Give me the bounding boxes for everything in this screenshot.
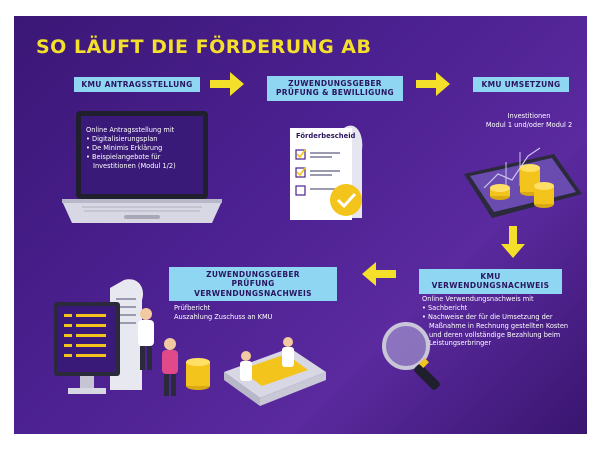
verwendung-text: Prüfbericht Auszahlung Zuschuss an KMU	[174, 304, 314, 322]
umsetzung-line2: Modul 1 und/oder Modul 2	[485, 120, 573, 129]
antrag-item: • Beispielangebote für Investitionen (Mo…	[86, 152, 176, 170]
nachweis-item: • Nachweise der für die Umsetzung der Ma…	[422, 312, 569, 348]
step-label-pruefung: ZUWENDUNGSGEBER PRÜFUNG & BEWILLIGUNG	[267, 76, 403, 101]
step-label-antrag-text: KMU ANTRAGSSTELLUNG	[81, 80, 193, 89]
process-panel: SO LÄUFT DIE FÖRDERUNG AB KMU ANTRAGSSTE…	[14, 16, 587, 434]
arrow-down-icon	[501, 226, 525, 258]
verwendung-line1: Prüfbericht	[174, 304, 211, 312]
step-label-pruefung-line2: PRÜFUNG & BEWILLIGUNG	[275, 88, 394, 98]
arrow-right-icon	[416, 72, 450, 96]
umsetzung-text: Investitionen Modul 1 und/oder Modul 2	[469, 112, 587, 130]
step-label-pruefung-line1: ZUWENDUNGSGEBER	[288, 79, 382, 88]
page-title: SO LÄUFT DIE FÖRDERUNG AB	[36, 36, 372, 58]
step-label-nachweis: KMU VERWENDUNGSNACHWEIS	[419, 269, 562, 294]
step-label-verwendung-line2: PRÜFUNG VERWENDUNGSNACHWEIS	[194, 279, 312, 298]
document-title: Förderbescheid	[296, 132, 356, 140]
arrow-left-icon	[362, 262, 396, 286]
nachweis-item: • Sachbericht	[422, 303, 468, 312]
antrag-text: Online Antragsstellung mit • Digitalisie…	[86, 126, 204, 170]
laptop-icon	[62, 111, 222, 223]
document-icon	[290, 125, 363, 220]
nachweis-text: Online Verwendungsnachweis mit • Sachber…	[422, 295, 572, 348]
step-label-umsetzung: KMU UMSETZUNG	[473, 77, 569, 93]
step-label-umsetzung-text: KMU UMSETZUNG	[481, 80, 561, 89]
umsetzung-line1: Investitionen	[507, 112, 551, 120]
magnifier-icon	[382, 322, 440, 390]
step-label-antrag: KMU ANTRAGSSTELLUNG	[74, 77, 200, 93]
verwendung-line2: Auszahlung Zuschuss an KMU	[174, 312, 273, 321]
smartphone-coins-icon	[464, 147, 582, 218]
step-label-nachweis-text: KMU VERWENDUNGSNACHWEIS	[431, 272, 550, 291]
antrag-item: • Digitalisierungsplan	[86, 134, 158, 143]
antrag-heading: Online Antragsstellung mit	[86, 126, 175, 134]
coins-icon	[186, 358, 210, 390]
people-icon	[138, 308, 178, 396]
nachweis-heading: Online Verwendungsnachweis mit	[422, 295, 534, 303]
step-label-verwendung-line1: ZUWENDUNGSGEBER	[206, 270, 300, 279]
step-label-verwendung: ZUWENDUNGSGEBER PRÜFUNG VERWENDUNGSNACHW…	[169, 267, 337, 302]
arrow-right-icon	[210, 72, 244, 96]
antrag-item: • De Minimis Erklärung	[86, 143, 163, 152]
banknotes-icon	[224, 337, 326, 406]
monitor-receipt-icon	[54, 279, 144, 394]
